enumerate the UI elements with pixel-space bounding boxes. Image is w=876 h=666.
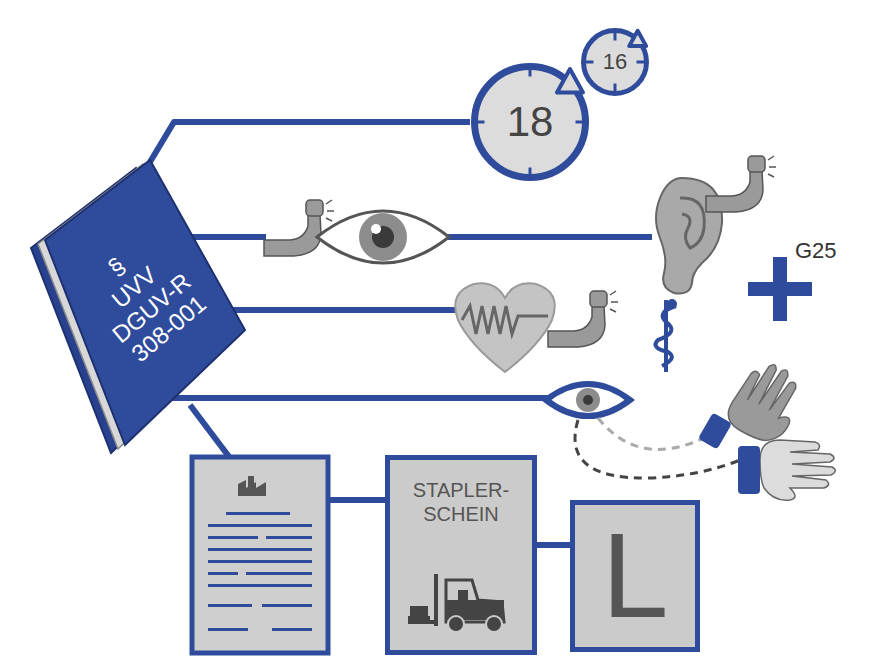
age-number: 16 bbox=[580, 51, 650, 73]
hand-icon-part bbox=[722, 355, 812, 450]
clock-shape-part bbox=[614, 33, 617, 41]
blue-lines-part bbox=[330, 497, 388, 503]
clock-shape-part bbox=[477, 121, 485, 124]
hand-icon bbox=[760, 440, 835, 500]
cuff bbox=[738, 446, 760, 494]
document-box bbox=[192, 457, 328, 653]
heart-icon-part bbox=[462, 306, 548, 334]
document-box-part-part bbox=[208, 536, 258, 539]
document-box-part-part bbox=[246, 572, 312, 575]
eye-icon-part bbox=[371, 224, 381, 234]
document-box-part-part bbox=[226, 512, 290, 515]
eye-icon-part bbox=[359, 213, 407, 261]
eye-icon-part bbox=[317, 211, 449, 263]
clock-shape-part bbox=[586, 61, 594, 64]
rule-book: §UVVDGUV-R308-001 bbox=[15, 140, 255, 455]
forklift-icon-part bbox=[434, 574, 438, 626]
connector-line bbox=[150, 122, 470, 162]
book-shape-part bbox=[45, 160, 245, 445]
forklift-icon-part bbox=[408, 616, 430, 624]
document-box-part-part bbox=[208, 560, 312, 563]
plus-sign bbox=[748, 257, 812, 321]
document-box-part-part bbox=[262, 604, 312, 607]
heart-icon-part bbox=[455, 283, 555, 372]
license-box: STAPLER- SCHEIN bbox=[385, 455, 537, 655]
learner-letter: L bbox=[575, 515, 695, 635]
cuff bbox=[698, 413, 732, 450]
age-number: 18 bbox=[470, 101, 590, 143]
clock-shape-part bbox=[529, 69, 532, 77]
plus-sign-part bbox=[773, 257, 787, 321]
eye-icon bbox=[317, 211, 449, 263]
heart-icon bbox=[455, 283, 555, 372]
clock-shape-part bbox=[529, 168, 532, 176]
document-box-part bbox=[238, 476, 266, 496]
blue-lines-part bbox=[448, 234, 652, 240]
caduceus-icon-part bbox=[669, 301, 675, 307]
document-box-part-part bbox=[266, 536, 312, 539]
caduceus-icon-part bbox=[656, 306, 676, 366]
forklift-icon-part bbox=[448, 616, 464, 632]
blue-lines-part bbox=[190, 405, 230, 458]
arm-icon bbox=[706, 156, 776, 212]
forklift-icon-part bbox=[410, 606, 428, 616]
clock-shape-part bbox=[637, 61, 645, 64]
document-box-part-part bbox=[238, 480, 266, 496]
eye-icon-part bbox=[546, 384, 630, 416]
document-box-part-part bbox=[208, 524, 312, 527]
arm-icon bbox=[264, 200, 334, 256]
eye-icon bbox=[546, 384, 630, 416]
ear-icon-part bbox=[680, 198, 704, 248]
document-box-part-part bbox=[208, 628, 248, 631]
eye-icon-part bbox=[576, 388, 600, 412]
forklift-icon-part bbox=[486, 616, 502, 632]
forklift-icon bbox=[406, 566, 516, 636]
forklift-icon-part bbox=[428, 620, 438, 624]
clock-shape-part bbox=[576, 121, 584, 124]
license-title: STAPLER- SCHEIN bbox=[406, 478, 516, 526]
caduceus-icon bbox=[656, 300, 676, 372]
clock-shape-part bbox=[614, 84, 617, 92]
document-box-part-part bbox=[208, 584, 312, 587]
blue-lines-part bbox=[150, 395, 550, 401]
hand-icon-part bbox=[760, 440, 835, 500]
dashed-line bbox=[598, 418, 708, 449]
forklift-icon-part bbox=[458, 590, 468, 600]
hand-icon bbox=[722, 355, 812, 450]
document-box-part-part bbox=[208, 572, 238, 575]
test-label: G25 bbox=[795, 238, 837, 264]
document-box-part-part bbox=[272, 628, 312, 631]
clock-shape-part bbox=[629, 31, 646, 46]
letter-box: L bbox=[570, 500, 700, 652]
document-box-part bbox=[208, 512, 312, 631]
clock-circle: 18 bbox=[470, 62, 590, 182]
document-box-part-part bbox=[208, 548, 312, 551]
connector-line bbox=[537, 542, 570, 548]
clock-shape-part bbox=[557, 69, 583, 92]
arm-icon bbox=[548, 291, 618, 347]
document-box-part-part bbox=[208, 604, 252, 607]
eye-icon-part bbox=[583, 395, 593, 405]
document-box-part bbox=[192, 457, 328, 653]
clock-circle: 16 bbox=[580, 27, 650, 97]
